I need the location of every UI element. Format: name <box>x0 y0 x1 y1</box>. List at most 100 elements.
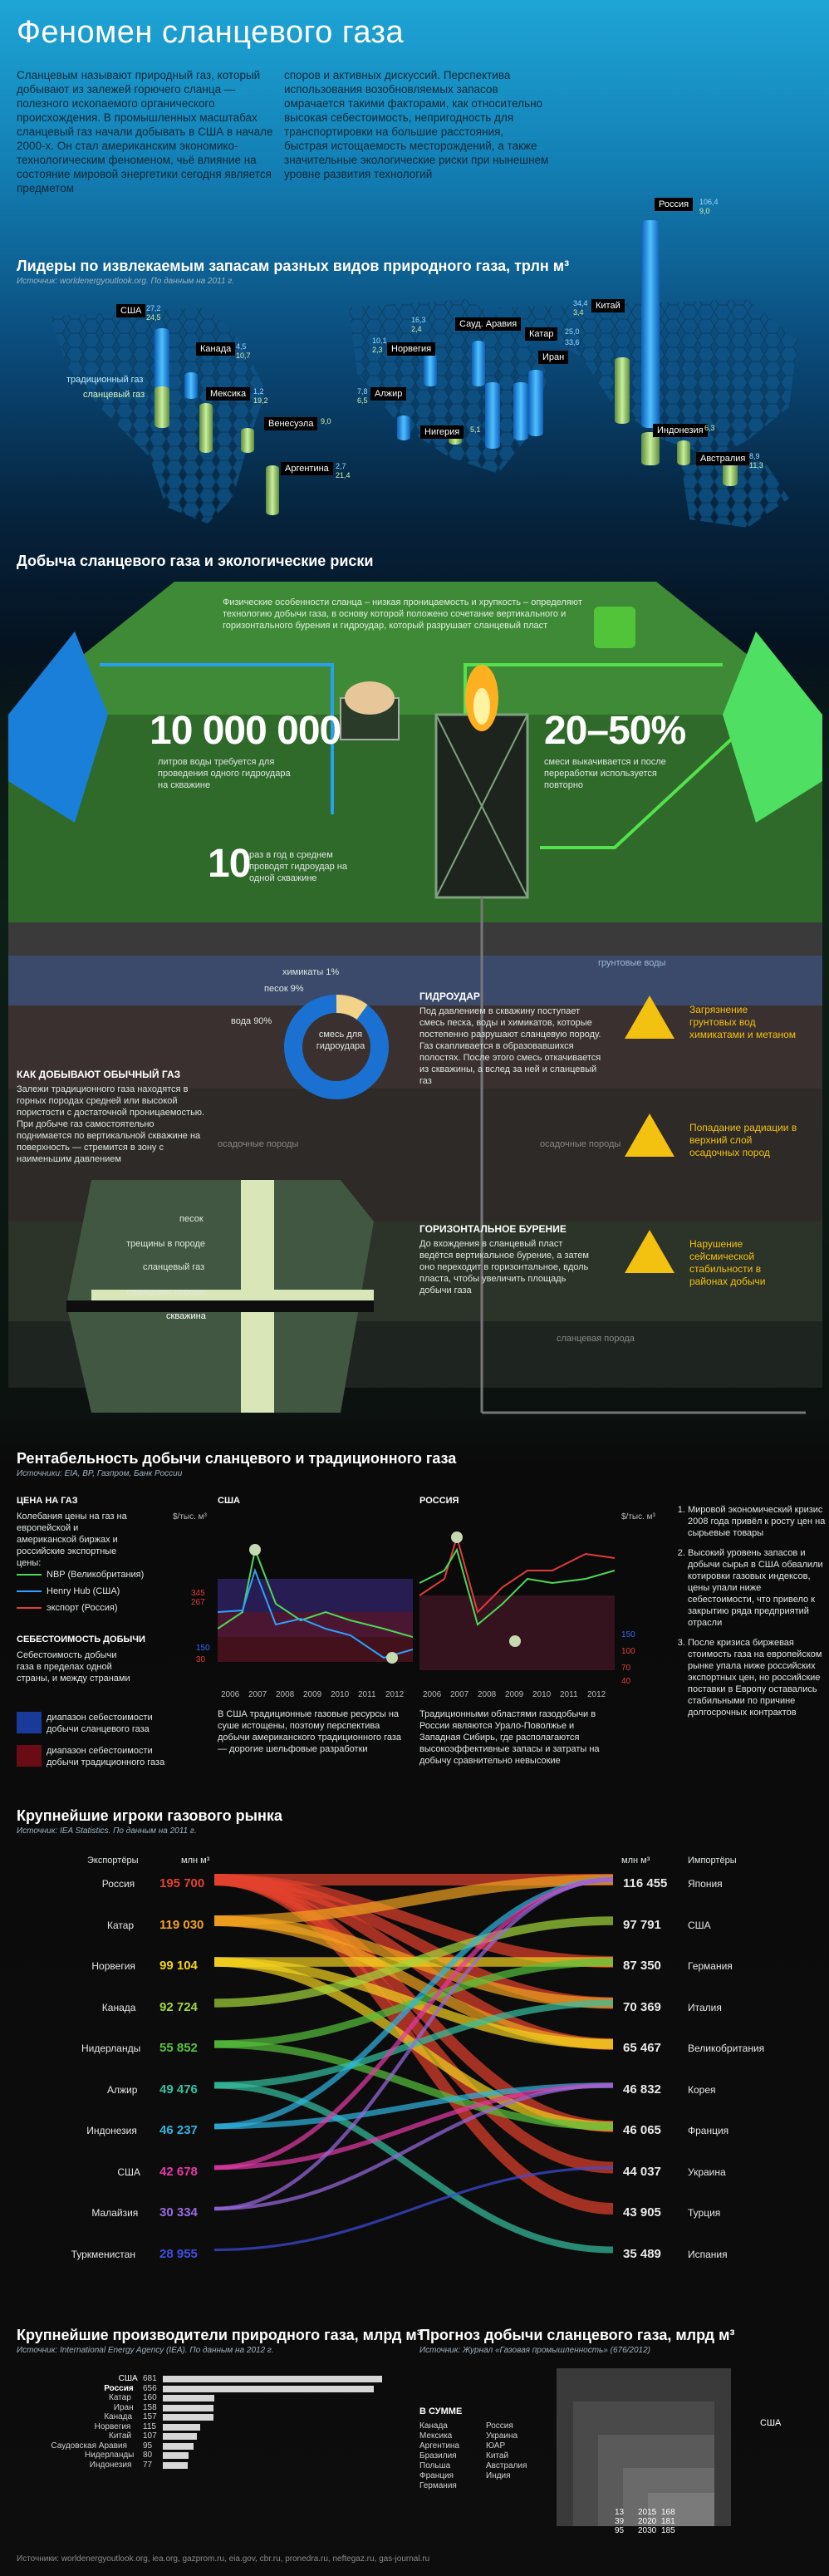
usa-tick-2: 150 <box>196 1644 210 1653</box>
producer-bar <box>163 2395 214 2401</box>
trade-flow-link <box>214 1877 613 2170</box>
usa-year-4: 2010 <box>331 1690 350 1699</box>
forecast-country: Мексика <box>419 2431 453 2441</box>
mix-sand: песок 9% <box>264 984 304 994</box>
usa-tick-1: 267 <box>191 1598 205 1607</box>
players-title: Крупнейшие игроки газового рынка <box>17 1807 282 1824</box>
producer-name: Катар <box>109 2393 131 2402</box>
horiz-text: До вхождения в сланцевый пласт ведётся в… <box>419 1239 589 1295</box>
val-mexico-trad: 1,2 <box>253 387 264 396</box>
label-argentina: Аргентина <box>281 462 333 475</box>
trade-flow-link <box>214 2166 613 2252</box>
val-russia-trad: 106,4 <box>699 198 719 206</box>
trade-flows <box>214 1874 613 2254</box>
seismic-icon <box>625 1230 674 1273</box>
producer-value: 80 <box>143 2451 153 2460</box>
rus-unit: $/тыс. м³ <box>621 1512 655 1522</box>
hydro-title: ГИДРОУДАР <box>419 991 480 1002</box>
producer-bar <box>163 2433 197 2440</box>
legend-rus: экспорт (Россия) <box>47 1603 118 1613</box>
intro-right: споров и активных дискуссий. Перспектива… <box>284 69 549 180</box>
forecast-cell: 13 <box>615 2508 625 2517</box>
importer-name: Япония <box>688 1878 723 1890</box>
water-text: литров воды требуется для проведения одн… <box>158 757 291 790</box>
label-iran: Иран <box>538 351 569 364</box>
cross-shale: сланцевая порода <box>126 1287 204 1297</box>
val-mexico-shale: 19,2 <box>253 396 268 405</box>
qatar-bar <box>485 382 500 449</box>
rus-year-5: 2011 <box>560 1690 578 1699</box>
usa-note: В США традиционные газовые ресурсы на су… <box>218 1709 402 1754</box>
label-usa: США <box>116 304 146 317</box>
producer-bar <box>163 2414 213 2421</box>
importer-name: Германия <box>688 1960 733 1972</box>
imp-unit: млн м³ <box>621 1856 650 1866</box>
producer-name: Индонезия <box>89 2460 132 2470</box>
forecast-source: Источник: Журнал «Газовая промышленность… <box>419 2346 650 2355</box>
val-argentina-trad: 2,7 <box>336 462 346 470</box>
players-source: Источник: IEA Statistics. По данным на 2… <box>17 1826 197 1836</box>
cross-sand: песок <box>179 1214 204 1224</box>
label-venezuela: Венесуэла <box>264 417 318 430</box>
val-china-shale: 3,4 <box>573 308 584 317</box>
exporter-value: 92 724 <box>159 1999 198 2014</box>
producer-bar <box>163 2376 382 2382</box>
importer-name: Испания <box>688 2248 728 2260</box>
usa-year-2: 2008 <box>276 1690 295 1699</box>
sum-head: В СУММЕ <box>419 2406 463 2416</box>
exporter-name: Малайзия <box>91 2207 139 2219</box>
indonesia-bar <box>677 440 690 465</box>
importer-value: 46 065 <box>623 2123 661 2137</box>
usa-year-3: 2009 <box>303 1690 322 1699</box>
importer-value: 43 905 <box>623 2205 661 2220</box>
exporter-name: США <box>117 2166 141 2178</box>
risk-1: Загрязнение грунтовых вод химикатами и м… <box>689 1004 797 1040</box>
val-argentina-shale: 21,4 <box>336 471 351 479</box>
venezuela-bar <box>241 428 254 453</box>
legend-traditional: традиционный газ <box>66 375 144 385</box>
exporter-value: 55 852 <box>159 2041 198 2055</box>
iran-bar-2 <box>528 370 543 436</box>
trade-flow-link <box>214 1874 613 1926</box>
forecast-cell: 2030 <box>638 2526 657 2535</box>
label-indonesia: Индонезия <box>653 424 708 437</box>
layer-ground: грунтовые воды <box>598 958 666 968</box>
producer-name: Саудовская Аравия <box>51 2441 127 2451</box>
exp-head: Экспортёры <box>87 1856 139 1866</box>
label-norway: Норвегия <box>387 342 436 356</box>
producer-value: 95 <box>143 2441 153 2451</box>
producer-bar <box>163 2385 374 2392</box>
exporter-value: 99 104 <box>159 1959 198 1973</box>
val-saudi-shale: 2,4 <box>411 325 422 333</box>
profit-notes: Мировой экономический кризис 2008 года п… <box>673 1504 829 1727</box>
exporter-name: Алжир <box>107 2083 138 2096</box>
usa-tick-3: 30 <box>196 1655 206 1664</box>
rus-year-3: 2009 <box>505 1690 524 1699</box>
saudi-bar <box>472 341 485 386</box>
extraction-title: Добыча сланцевого газа и экологические р… <box>17 553 374 569</box>
producer-name: Нидерланды <box>85 2451 135 2460</box>
forecast-country: ЮАР <box>486 2441 506 2451</box>
usa-price-chart <box>218 1544 413 1664</box>
val-indonesia: 6,3 <box>704 424 715 432</box>
radiation-icon <box>625 1113 674 1157</box>
val-saudi-trad: 16,3 <box>411 316 426 324</box>
argentina-bar <box>266 465 279 515</box>
legend-hh-line <box>17 1590 42 1592</box>
layer-shale: сланцевая порода <box>557 1334 635 1344</box>
producer-name: Китай <box>109 2431 132 2441</box>
rus-year-0: 2006 <box>423 1690 442 1699</box>
producer-name: Иран <box>113 2402 134 2412</box>
val-australia-trad: 8,9 <box>749 452 760 460</box>
trade-flow-link <box>214 2082 613 2254</box>
cost-text: Себестоимость добычи газа в пределах одн… <box>17 1650 130 1684</box>
rus-tick-1: 100 <box>621 1647 635 1656</box>
label-russia: Россия <box>655 198 694 211</box>
importer-name: США <box>688 1919 711 1931</box>
forecast-cell: 39 <box>615 2517 625 2526</box>
usa-unit: $/тыс. м³ <box>173 1512 207 1522</box>
physics-text: Физические особенности сланца – низкая п… <box>223 597 582 631</box>
importer-value: 87 350 <box>623 1959 661 1973</box>
forecast-usa: США <box>760 2418 782 2428</box>
forecast-cell: 2015 <box>638 2508 657 2517</box>
